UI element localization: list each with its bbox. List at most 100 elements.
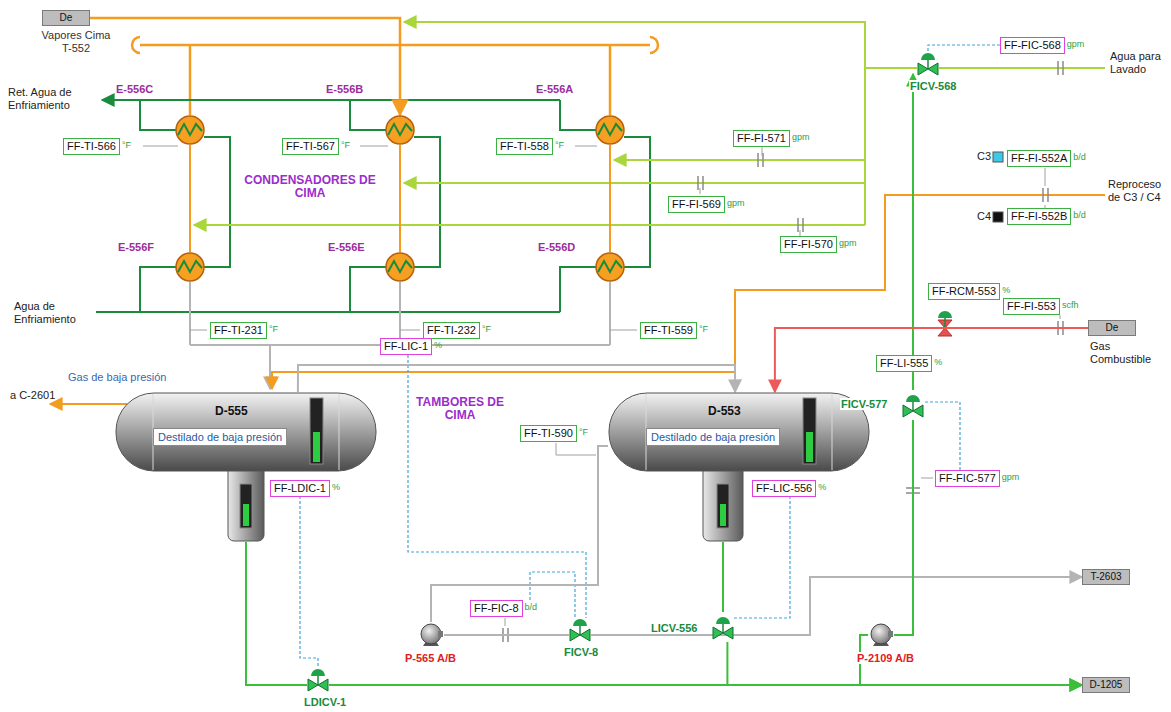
drawing-part: [888, 631, 893, 637]
instrument-tag: FF-FI-569gpm: [668, 196, 725, 213]
drum-vessel: D-555Destilado de baja presión: [115, 392, 377, 542]
tag-number: FF-FI-553: [1007, 300, 1056, 312]
tag-number: FF-TI-232: [427, 324, 476, 336]
valve-label: LICV-556: [650, 622, 698, 634]
drawing-part: [132, 37, 140, 53]
connector-text: T-2603: [1090, 571, 1121, 582]
drawing-part: [921, 53, 935, 60]
heat-exchanger: E-556E: [385, 252, 415, 282]
process-line: [609, 145, 611, 252]
unit-label: %: [1002, 284, 1010, 297]
plain-label: Gas Combustible: [1090, 340, 1168, 366]
instrument-tag: FF-TI-566°F: [63, 138, 120, 155]
process-line: [298, 365, 735, 392]
connector-text: De: [60, 12, 73, 23]
drawing-part: [102, 99, 560, 101]
drawing-part: [385, 115, 415, 145]
vessel-service: Destilado de baja presión: [153, 428, 287, 446]
drawing-part: [404, 182, 865, 184]
process-line: [591, 577, 1082, 635]
drawing-part: [307, 664, 329, 694]
drawing-part: [228, 462, 264, 541]
drawing-part: [399, 282, 401, 345]
drawing-part: [1060, 315, 1061, 319]
drawing-part: [116, 393, 376, 471]
process-line: [722, 542, 724, 612]
controller-tag: FF-LIC-1%: [380, 338, 432, 355]
drawing-part: [189, 282, 191, 345]
tag-number: FF-LIC-556: [756, 482, 812, 494]
tag-number: FF-FIC-577: [939, 472, 996, 484]
equipment-label: E-556A: [535, 83, 574, 95]
drawing-part: [596, 116, 624, 144]
control-valve: FICV-577: [902, 390, 924, 420]
cooling-water: [96, 100, 650, 312]
connector-text: D-1205: [1090, 679, 1123, 690]
drawing-part: [388, 261, 412, 272]
instrument-tag: FF-TI-590°F: [520, 425, 577, 442]
drawing-part: [703, 462, 743, 541]
instrument-tag: FF-TI-231°F: [210, 322, 267, 339]
drawing-part: [917, 48, 939, 78]
drawing-part: [438, 631, 443, 637]
process-line: [431, 446, 608, 622]
vessel-service: Destilado de baja presión: [646, 428, 780, 446]
tag-number: FF-TI-559: [644, 324, 693, 336]
drawing-part: [1045, 168, 1046, 186]
drawing-part: [240, 484, 252, 528]
tag-number: FF-LDIC-1: [274, 482, 326, 494]
drawing-part: [178, 261, 202, 272]
plain-label: CONDENSADORES DE CIMA: [240, 174, 380, 200]
drawing-part: [140, 267, 176, 312]
drawing-part: [927, 60, 929, 69]
instrument-tag: FF-FI-552Ab/d: [1007, 150, 1071, 167]
plain-label: Vapores Cima T-552: [36, 29, 116, 55]
instrument-tag: FF-RCM-553%: [928, 283, 1000, 300]
drawing-part: [560, 100, 596, 130]
drawing-part: [928, 45, 1000, 52]
drawing-part: [596, 253, 624, 281]
drawing-part: [902, 390, 924, 420]
vessel-tag: D-553: [708, 404, 741, 418]
drawing-part: [939, 67, 1105, 69]
unit-label: b/d: [1073, 209, 1086, 222]
drawing-part: [308, 679, 328, 691]
unit-label: gpm: [792, 131, 810, 144]
drawing-part: [404, 22, 917, 68]
plain-label: C4: [977, 210, 991, 223]
tag-number: FF-TI-590: [524, 427, 573, 439]
drawing-part: [569, 614, 591, 644]
pump-symbol: P-565 A/B: [418, 622, 444, 648]
drawing-part: [243, 504, 249, 526]
drawing-part: [713, 627, 733, 639]
drawing-part: [418, 622, 444, 648]
control-valve: FICV-8: [569, 614, 591, 644]
drawing-part: [176, 253, 204, 281]
drawing-part: [575, 146, 597, 147]
tag-number: FF-LIC-1: [384, 340, 428, 352]
offpage-connector: T-2603: [1082, 569, 1130, 585]
drawing-part: [350, 267, 386, 312]
process-line: [894, 420, 913, 635]
valve-label: LDICV-1: [303, 696, 347, 708]
unit-label: %: [434, 339, 442, 352]
unit-label: °F: [482, 323, 491, 336]
drawing-part: [414, 137, 440, 267]
drawing-part: [868, 622, 894, 648]
tag-number: FF-FI-552A: [1011, 152, 1067, 164]
process-line: [90, 18, 400, 115]
drawing-part: [650, 37, 658, 53]
drawing-part: [698, 176, 703, 190]
tag-number: FF-FI-570: [784, 238, 833, 250]
unit-label: °F: [699, 323, 708, 336]
equipment-label: E-556D: [537, 241, 576, 253]
plain-label: Agua de Enfriamiento: [14, 300, 92, 326]
drawing-part: [96, 311, 560, 313]
process-line: [189, 145, 191, 252]
fuel-gas-valve: [938, 311, 952, 336]
plain-label: TAMBORES DE CIMA: [410, 396, 510, 422]
drawing-part: [609, 282, 611, 345]
unit-label: °F: [579, 426, 588, 439]
plain-label: a C-2601: [10, 389, 55, 402]
valve-label: FICV-568: [909, 80, 957, 92]
